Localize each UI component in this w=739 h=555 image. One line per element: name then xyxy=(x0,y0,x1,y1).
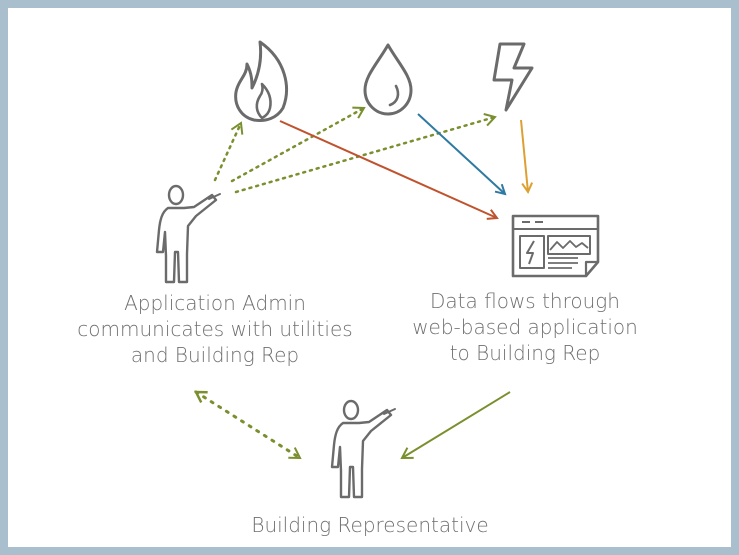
lightning-bolt-icon xyxy=(492,42,534,112)
app-label-line-3: to Building Rep xyxy=(449,341,601,365)
app-label-line-2: web-based application xyxy=(412,315,638,339)
building-representative-label: Building Representative xyxy=(200,512,540,538)
app-label-line-1: Data flows through xyxy=(430,289,620,313)
edge-admin-rep-bidirectional xyxy=(196,390,300,460)
edge-admin-to-electricity xyxy=(234,113,497,194)
edge-electricity-to-app xyxy=(520,119,528,192)
admin-description-label: Application Admin communicates with util… xyxy=(70,290,360,368)
rep-label: Building Representative xyxy=(251,513,489,537)
edge-admin-to-water xyxy=(230,106,366,183)
water-drop-icon xyxy=(363,43,413,116)
app-description-label: Data flows through web-based application… xyxy=(410,288,640,366)
edge-gas-to-app xyxy=(279,120,497,218)
edge-water-to-app xyxy=(417,113,505,194)
rep-person-pointing-icon xyxy=(330,399,396,499)
flame-icon xyxy=(234,40,288,122)
web-application-dashboard-icon xyxy=(511,214,600,278)
admin-person-pointing-icon xyxy=(155,184,221,284)
admin-label-line-2: communicates with utilities xyxy=(77,317,353,341)
edge-admin-to-gas xyxy=(213,121,244,182)
admin-label-line-1: Application Admin xyxy=(124,291,306,315)
edge-app-to-rep xyxy=(400,391,511,460)
admin-label-line-3: and Building Rep xyxy=(130,343,300,367)
